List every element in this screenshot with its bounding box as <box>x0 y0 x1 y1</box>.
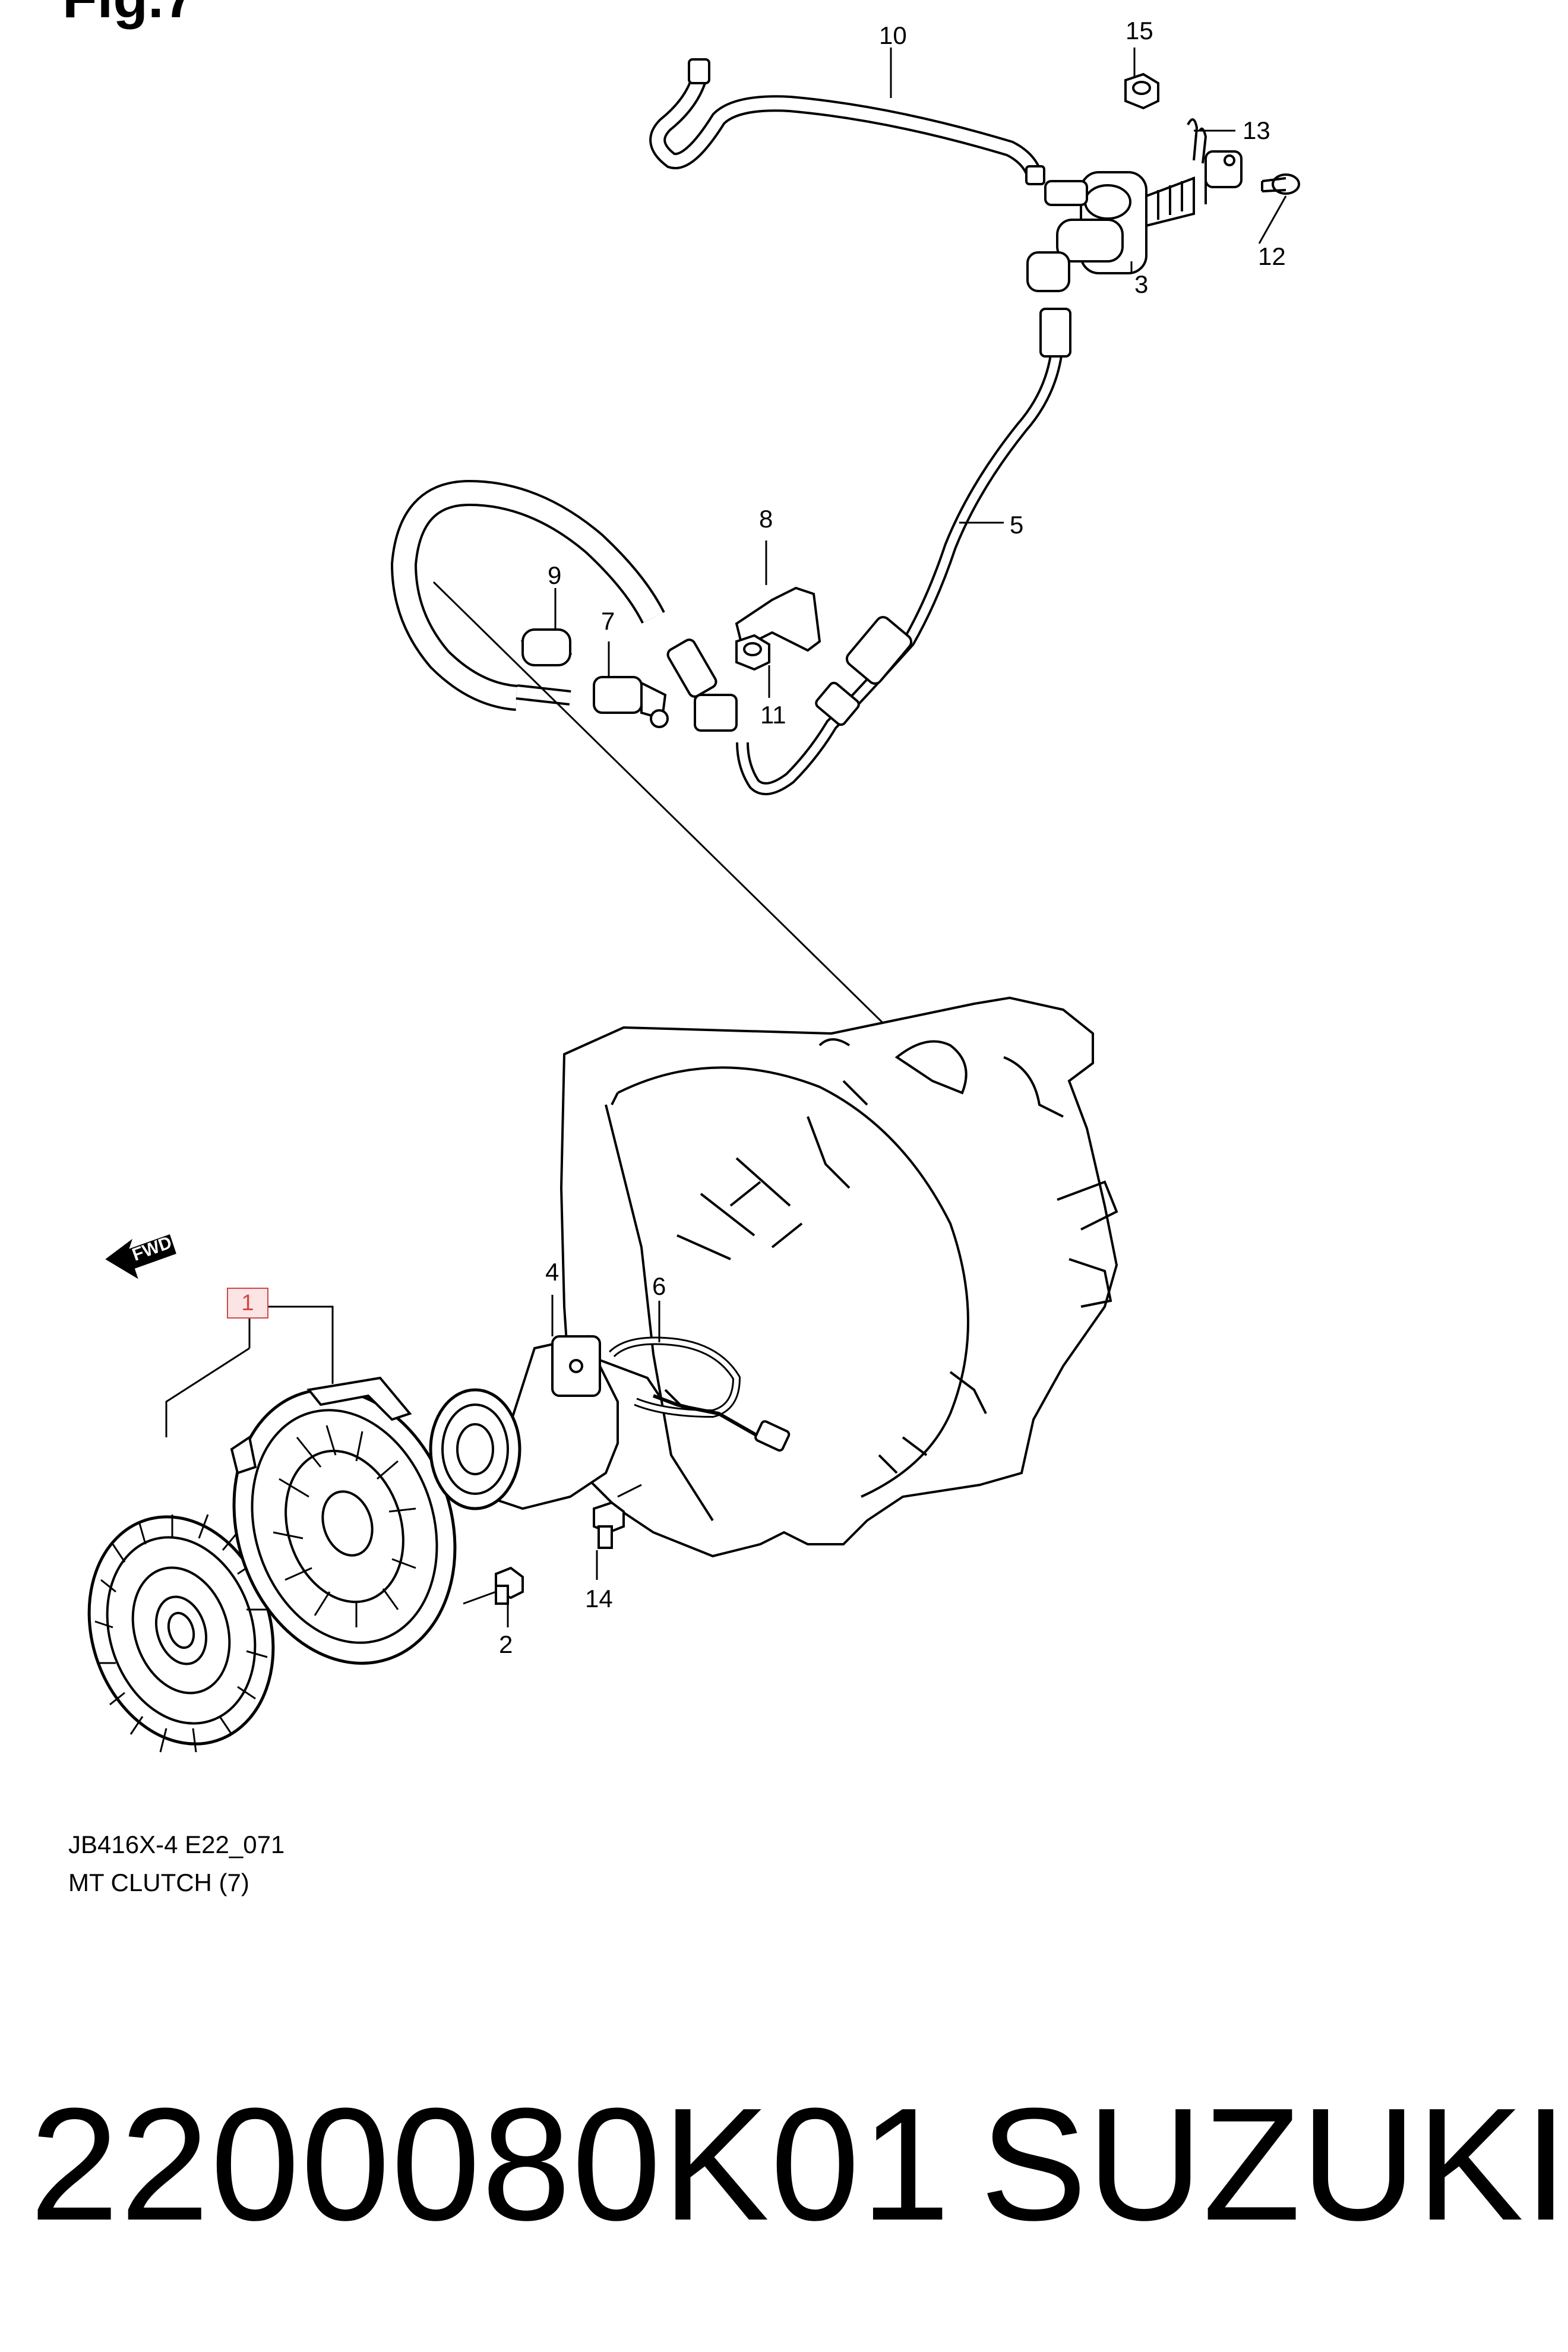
callout-1[interactable]: 1 <box>227 1288 268 1319</box>
callout-2[interactable]: 2 <box>499 1630 513 1658</box>
bolt-2[interactable] <box>463 1566 524 1605</box>
callout-14[interactable]: 14 <box>585 1585 613 1613</box>
parts-diagram: Fig.7 <box>61 0 1300 1896</box>
callout-leaders <box>507 48 1287 1627</box>
fluid-hose-6[interactable] <box>609 1336 791 1452</box>
clutch-master-cylinder-3[interactable] <box>1026 150 1243 292</box>
part-number: 2200080K01 <box>30 2075 951 2254</box>
callout-13[interactable]: 13 <box>1243 116 1270 144</box>
figure-name: MT CLUTCH (7) <box>68 1869 249 1896</box>
callout-4[interactable]: 4 <box>545 1258 559 1286</box>
clip-13[interactable] <box>1187 118 1207 164</box>
callout-9[interactable]: 9 <box>548 561 562 589</box>
joint-7[interactable] <box>593 676 669 728</box>
callout-7[interactable]: 7 <box>601 607 615 635</box>
callout-5[interactable]: 5 <box>1010 511 1024 539</box>
callout-15[interactable]: 15 <box>1126 17 1153 45</box>
brand-name: SUZUKI <box>980 2075 1568 2254</box>
clutch-disc[interactable] <box>61 1493 302 1768</box>
diagram-drawing <box>61 48 1300 1768</box>
nut-11[interactable] <box>735 634 770 671</box>
bolt-14[interactable] <box>593 1484 642 1549</box>
callout-1-leader <box>165 1305 334 1437</box>
callout-3[interactable]: 3 <box>1134 270 1149 298</box>
figure-title: Fig.7 <box>62 0 195 31</box>
callout-8[interactable]: 8 <box>759 505 773 533</box>
nut-15[interactable] <box>1124 72 1159 110</box>
footer-area <box>0 1960 1515 2352</box>
pin-12[interactable] <box>1261 173 1300 195</box>
figure-code: JB416X-4 E22_071 <box>68 1831 285 1858</box>
callout-6[interactable]: 6 <box>652 1272 666 1300</box>
callout-11[interactable]: 11 <box>760 701 786 729</box>
transmission-case <box>559 996 1118 1558</box>
concentric-slave-cylinder-4[interactable] <box>429 1335 660 1510</box>
clip-9[interactable] <box>520 628 573 666</box>
callout-12[interactable]: 12 <box>1258 242 1286 270</box>
clutch-hose-10[interactable] <box>649 58 1045 185</box>
fwd-arrow-icon <box>105 1234 176 1279</box>
flexible-hose[interactable] <box>390 479 738 732</box>
clutch-pipe-5[interactable] <box>736 308 1071 795</box>
clutch-cover-pressure-plate[interactable] <box>200 1361 489 1692</box>
callout-10[interactable]: 10 <box>879 21 907 49</box>
